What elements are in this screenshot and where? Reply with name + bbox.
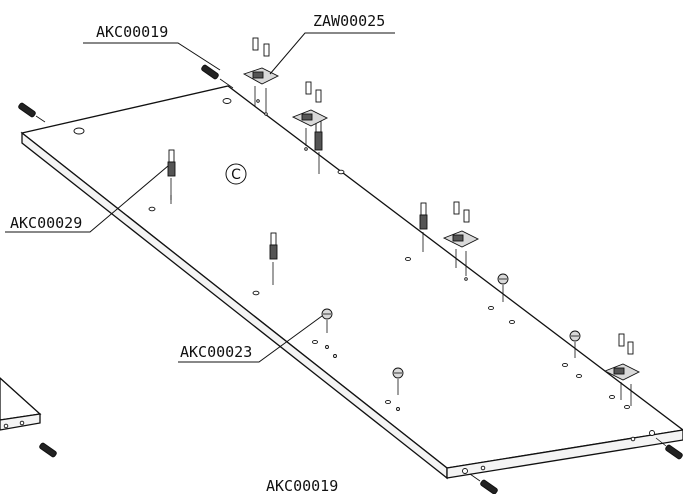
- panel-letter-marker: C: [225, 163, 247, 185]
- cam-lock-icon: [497, 273, 509, 302]
- end-dowels: [18, 64, 683, 494]
- leader-line-akc00029: [5, 165, 169, 233]
- hinge-plates: [242, 37, 641, 406]
- hinge-plate-icon: [242, 37, 280, 116]
- label-akc00029: AKC00029: [10, 214, 82, 232]
- leader-line-akc00023: [178, 315, 323, 363]
- face-holes: [73, 98, 630, 410]
- cam-lock-icon: [392, 367, 404, 411]
- edge-holes: [462, 430, 655, 474]
- bolt-icon: [167, 149, 176, 204]
- edge-hole: [462, 468, 468, 474]
- edge-hole: [630, 436, 636, 442]
- face-hole: [312, 339, 318, 345]
- face-hole: [562, 362, 568, 368]
- cam-lock-icon: [569, 330, 581, 358]
- label-akc00019-top: AKC00019: [96, 23, 168, 41]
- dowel-icon: [39, 442, 57, 458]
- edge-hole: [3, 423, 9, 429]
- cam-locks: [321, 273, 581, 411]
- face-hole: [148, 206, 156, 212]
- second-board-top-face: [0, 377, 42, 421]
- leader-line-akc00019-top: [83, 42, 221, 71]
- face-hole: [576, 373, 582, 379]
- face-hole: [222, 98, 232, 104]
- edge-hole: [649, 430, 655, 436]
- dowel-icon: [665, 444, 683, 460]
- dowel-icon: [18, 102, 36, 118]
- board-panel: [20, 85, 683, 480]
- label-akc00023: AKC00023: [180, 343, 252, 361]
- face-hole: [624, 404, 630, 410]
- face-hole: [405, 256, 411, 262]
- leader-lines: [5, 32, 395, 363]
- hinge-plate-icon: [442, 201, 480, 281]
- face-hole: [488, 305, 494, 311]
- face-hole: [385, 399, 391, 405]
- face-hole: [73, 127, 85, 135]
- board-right-edge: [446, 429, 683, 479]
- cam-lock-icon: [321, 308, 337, 358]
- edge-hole: [480, 465, 486, 471]
- face-hole: [509, 319, 515, 325]
- dowel-icon: [480, 479, 498, 494]
- face-hole: [609, 394, 615, 400]
- board-top-face: [20, 85, 683, 469]
- hinge-plate-icon: [603, 333, 641, 406]
- second-board-panel: [0, 377, 57, 458]
- cam-bolts: [167, 119, 428, 285]
- bolt-icon: [269, 232, 278, 285]
- panel-letter: C: [231, 167, 241, 183]
- label-akc00019-bottom: AKC00019: [266, 477, 338, 494]
- label-zaw00025: ZAW00025: [313, 12, 385, 30]
- face-hole: [337, 169, 345, 175]
- dowel-icon: [201, 64, 219, 80]
- bolt-icon: [419, 202, 428, 252]
- edge-hole: [19, 420, 25, 426]
- leader-line-zaw00025: [269, 32, 395, 75]
- hinge-plate-icon: [291, 81, 329, 151]
- face-hole: [252, 290, 260, 296]
